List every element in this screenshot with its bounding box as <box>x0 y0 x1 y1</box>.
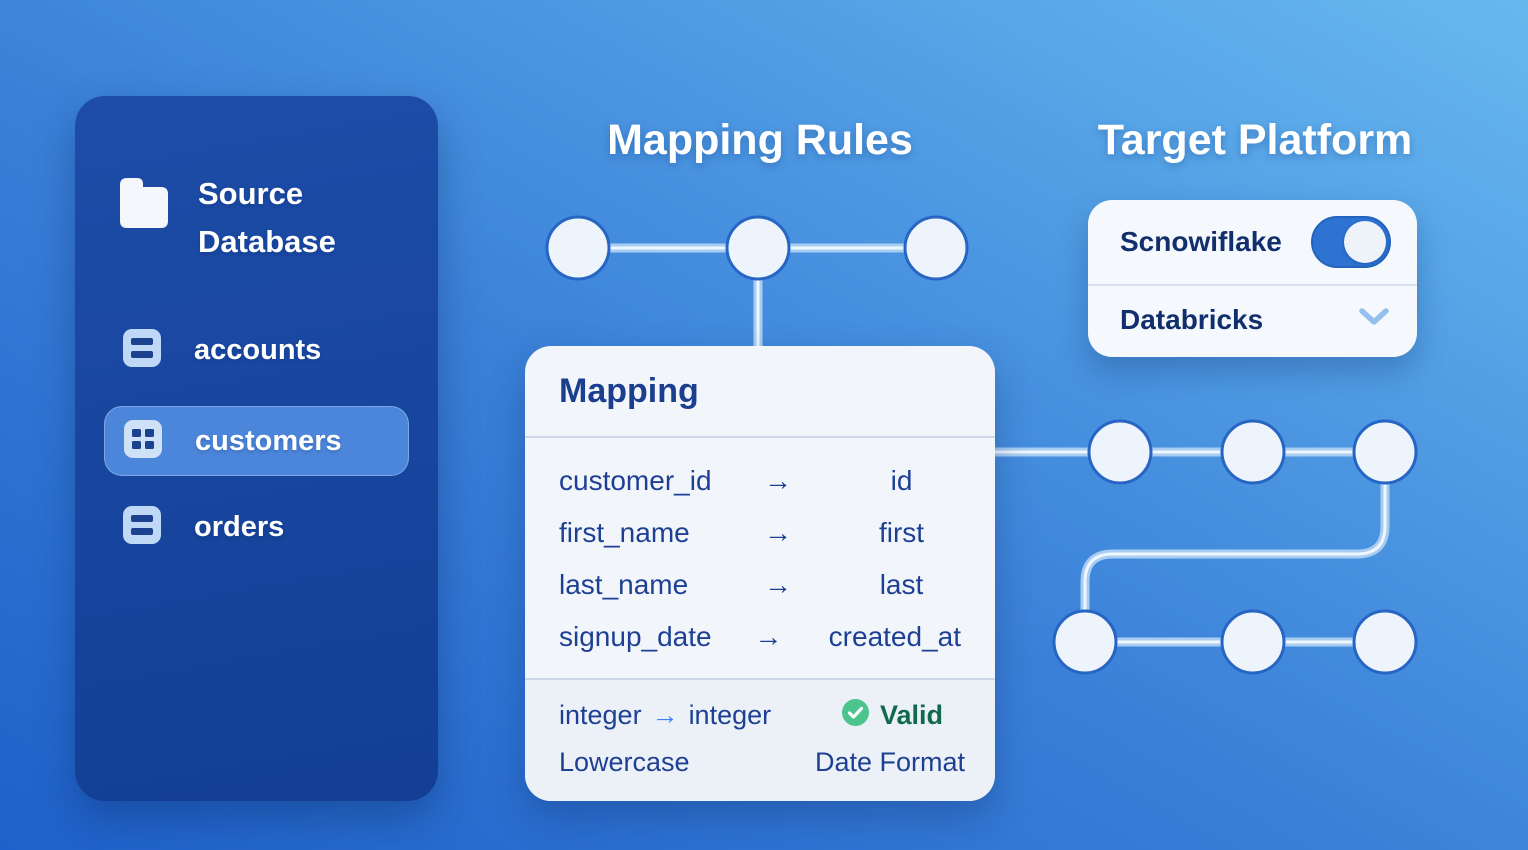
target-platform-heading: Target Platform <box>1097 116 1413 164</box>
snowflake-toggle[interactable] <box>1311 216 1391 268</box>
type-mapping: integer → integer <box>559 700 771 731</box>
mapping-card: Mapping customer_id → id first_name → fi… <box>525 346 995 801</box>
flow-node <box>1087 419 1153 485</box>
mapping-rows: customer_id → id first_name → first last… <box>525 438 995 678</box>
transform-date-format: Date Format <box>814 747 965 777</box>
sidebar-item-customers[interactable]: customers <box>104 406 409 476</box>
arrow-right-icon: → <box>754 621 783 652</box>
sidebar-item-orders[interactable]: orders <box>104 492 409 562</box>
footer-row-transforms: Lowercase Date Format <box>559 739 965 786</box>
flow-node <box>903 215 969 281</box>
type-from: integer <box>559 700 642 730</box>
type-to: integer <box>688 700 772 730</box>
source-field: signup_date <box>559 621 712 652</box>
target-field: id <box>890 465 913 496</box>
status-badge: Valid <box>879 700 943 730</box>
platform-option-databricks[interactable]: Databricks <box>1088 286 1417 353</box>
table-grid-icon <box>124 419 162 463</box>
mapping-card-title: Mapping <box>559 371 699 410</box>
arrow-right-icon: → <box>651 700 679 730</box>
sidebar-item-label: customers <box>195 424 342 457</box>
flow-node <box>1352 609 1418 675</box>
sidebar-item-label: accounts <box>194 333 322 366</box>
mapping-card-footer: integer → integer Valid Lowercase Date F… <box>525 678 995 801</box>
chevron-down-icon[interactable] <box>1357 306 1391 333</box>
mapping-row: customer_id → id <box>559 455 961 507</box>
source-database-header: Source Database <box>116 170 398 266</box>
flow-node <box>1220 609 1286 675</box>
arrow-right-icon: → <box>764 517 792 548</box>
target-platform-card: Scnowiflake Databricks <box>1088 200 1417 357</box>
flow-node <box>1220 419 1286 485</box>
toggle-knob <box>1344 221 1386 263</box>
mapping-row: first_name → first <box>559 507 961 559</box>
mapping-row: signup_date → created_at <box>559 611 961 663</box>
platform-label: Databricks <box>1120 303 1264 335</box>
platform-label: Scnowiflake <box>1120 226 1282 257</box>
sidebar-item-accounts[interactable]: accounts <box>104 315 409 385</box>
target-field: last <box>879 569 924 600</box>
transform-lowercase: Lowercase <box>559 747 690 777</box>
source-field: first_name <box>559 517 690 548</box>
source-field: customer_id <box>559 465 712 496</box>
sidebar-item-label: orders <box>194 510 285 543</box>
check-circle-icon <box>841 698 869 733</box>
flow-node <box>1352 419 1418 485</box>
folder-icon <box>116 170 172 239</box>
table-rows-icon <box>123 328 161 372</box>
mapping-card-header: Mapping <box>525 346 995 438</box>
footer-row-types: integer → integer Valid <box>559 692 965 739</box>
validation-status: Valid <box>841 698 943 733</box>
target-field: first <box>878 517 925 548</box>
mapping-row: last_name → last <box>559 559 961 611</box>
table-rows-icon <box>123 505 161 549</box>
flow-node <box>545 215 611 281</box>
source-field: last_name <box>559 569 689 600</box>
flow-node <box>1052 609 1118 675</box>
mapping-rules-heading: Mapping Rules <box>607 116 913 164</box>
source-database-panel: Source Database accounts customers <box>75 96 438 801</box>
arrow-right-icon: → <box>764 465 792 496</box>
target-field: created_at <box>828 621 961 652</box>
platform-option-snowflake: Scnowiflake <box>1088 200 1417 286</box>
arrow-right-icon: → <box>764 569 792 600</box>
source-database-title: Source Database <box>198 176 336 259</box>
flow-node <box>725 215 791 281</box>
